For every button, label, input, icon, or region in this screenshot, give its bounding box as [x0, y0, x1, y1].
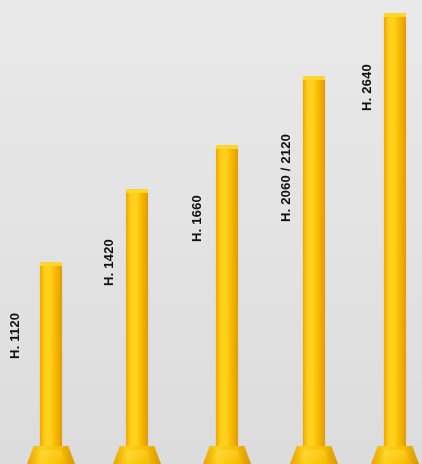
height-label-2640: H. 2640: [359, 64, 374, 111]
bollard-post-2640: [371, 13, 419, 464]
post-base-plate: [290, 446, 338, 464]
post-base-plate: [371, 446, 419, 464]
height-label-1660: H. 1660: [189, 195, 204, 242]
post-base-plate: [203, 446, 251, 464]
bollard-post-1660: [203, 145, 251, 464]
post-column: [303, 76, 325, 452]
height-label-1120: H. 1120: [7, 312, 22, 359]
bollard-post-1420: [113, 189, 161, 464]
post-base-plate: [113, 446, 161, 464]
post-column: [40, 262, 62, 452]
bollard-post-1120: [27, 262, 75, 464]
post-column: [126, 189, 148, 452]
bollard-post-2060-2120: [290, 76, 338, 464]
height-label-1420: H. 1420: [101, 239, 116, 286]
post-column: [216, 145, 238, 452]
post-base-plate: [27, 446, 75, 464]
height-label-2060-2120: H. 2060 / 2120: [278, 133, 293, 222]
post-column: [384, 13, 406, 452]
